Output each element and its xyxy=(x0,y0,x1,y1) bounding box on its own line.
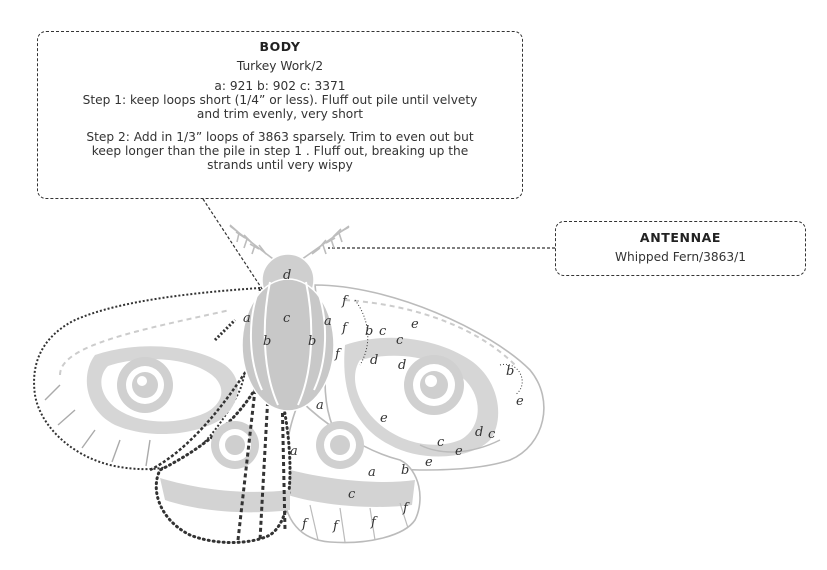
moth-body xyxy=(241,253,335,412)
region-label-f: f xyxy=(402,501,410,516)
region-label-f: f xyxy=(334,347,342,362)
region-label-a: a xyxy=(316,398,324,413)
region-label-f: f xyxy=(341,294,349,309)
region-label-d: d xyxy=(370,353,378,368)
body-colors: a: 921 b: 902 c: 3371 xyxy=(214,79,346,93)
region-labels: d a c a b b f f f b c d c e d a e a a b … xyxy=(243,268,524,534)
right-hindwing xyxy=(282,398,421,544)
label-d: d xyxy=(283,268,291,283)
antennae xyxy=(229,224,350,263)
region-label-b: b xyxy=(263,334,271,349)
body-callout: BODY Turkey Work/2 a: 921 b: 902 c: 3371… xyxy=(37,31,523,199)
region-label-b: b xyxy=(401,463,409,478)
region-label-a: a xyxy=(243,311,251,326)
region-label-a: a xyxy=(290,444,298,459)
region-label-e: e xyxy=(425,455,433,470)
region-label-f: f xyxy=(341,321,349,336)
region-label-d: d xyxy=(398,358,406,373)
region-label-e: e xyxy=(516,394,524,409)
region-label-b: b xyxy=(365,324,373,339)
region-label-e: e xyxy=(411,317,419,332)
region-label-d: d xyxy=(475,425,483,440)
region-label-c: c xyxy=(396,333,404,348)
body-technique: Turkey Work/2 xyxy=(236,59,324,73)
region-label-f: f xyxy=(332,519,340,534)
body-title: BODY xyxy=(259,39,301,54)
region-label-c: c xyxy=(379,324,387,339)
antennae-title: ANTENNAE xyxy=(639,230,722,245)
antennae-callout: ANTENNAE Whipped Fern/3863/1 xyxy=(555,221,806,276)
region-label-a: a xyxy=(324,314,332,329)
region-label-e: e xyxy=(380,411,388,426)
left-forewing xyxy=(33,286,262,472)
region-label-c: c xyxy=(437,435,445,450)
region-label-c: c xyxy=(348,487,356,502)
region-label-c: c xyxy=(488,427,496,442)
region-label-b: b xyxy=(308,334,316,349)
region-label-a: a xyxy=(368,465,376,480)
region-label-f: f xyxy=(370,515,378,530)
region-label-e: e xyxy=(455,444,463,459)
antennae-technique: Whipped Fern/3863/1 xyxy=(614,250,747,264)
region-label-f: f xyxy=(301,517,309,532)
body-step1: Step 1: keep loops short (1/4” or less).… xyxy=(82,93,478,121)
right-forewing xyxy=(314,284,545,471)
region-label-c: c xyxy=(283,311,291,326)
region-label-b: b xyxy=(506,364,514,379)
body-step2: Step 2: Add in 1/3” loops of 3863 sparse… xyxy=(86,130,474,172)
left-hindwing xyxy=(154,377,292,544)
